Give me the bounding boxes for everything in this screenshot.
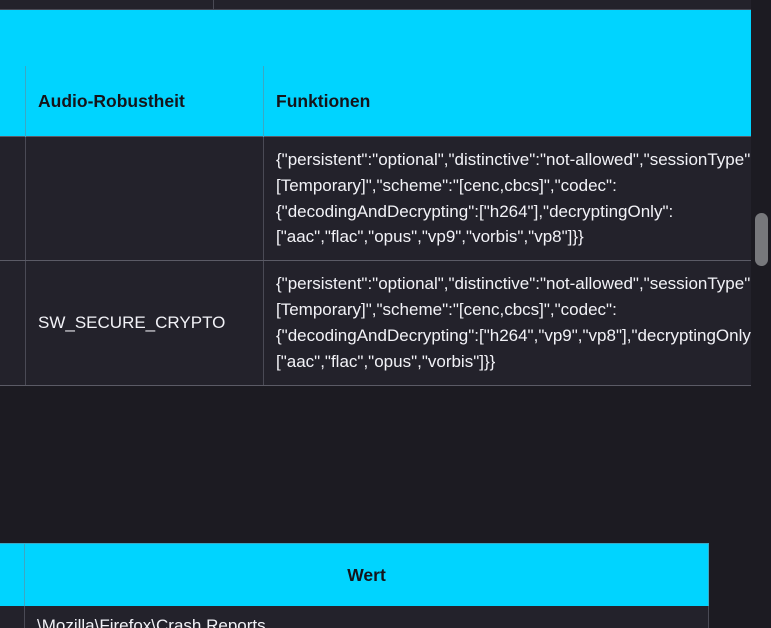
column-header-features[interactable]: Funktionen — [263, 65, 751, 137]
vertical-scrollbar[interactable] — [751, 0, 771, 628]
spanner-cell-mid — [25, 10, 264, 66]
cell-robustness-prev — [0, 260, 26, 386]
spanner-cell-right — [263, 10, 751, 66]
drm-table-header-row: Audio-Robustheit Funktionen — [0, 65, 751, 137]
table-row: \Mozilla\Firefox\Crash Reports — [0, 606, 709, 628]
column-header-name[interactable] — [0, 543, 25, 606]
page-viewport: Audio-Robustheit Funktionen {"persistent… — [0, 0, 751, 628]
table-row: SW_SECURE_CRYPTO {"persistent":"optional… — [0, 260, 751, 386]
cell-audio-robustness: SW_SECURE_CRYPTO — [25, 260, 264, 386]
column-header-audio-robustness[interactable]: Audio-Robustheit — [25, 65, 264, 137]
cell-audio-robustness — [25, 135, 264, 262]
column-header-value[interactable]: Wert — [24, 543, 709, 606]
previous-row-edge — [0, 0, 751, 10]
kv-table-header-row: Wert — [0, 543, 709, 606]
section-gap — [0, 398, 751, 540]
key-value-table: Wert \Mozilla\Firefox\Crash Reports — [0, 543, 709, 628]
drm-table-body: {"persistent":"optional","distinctive":"… — [0, 135, 751, 386]
cell-value: \Mozilla\Firefox\Crash Reports — [24, 606, 709, 628]
spanner-cell-left — [0, 10, 26, 66]
table-row: {"persistent":"optional","distinctive":"… — [0, 135, 751, 262]
cell-name — [0, 606, 25, 628]
cell-robustness-prev — [0, 135, 26, 262]
drm-capabilities-table: Audio-Robustheit Funktionen {"persistent… — [0, 10, 751, 386]
cell-features: {"persistent":"optional","distinctive":"… — [263, 135, 751, 262]
cell-features: {"persistent":"optional","distinctive":"… — [263, 260, 751, 386]
drm-table-spanner-row — [0, 10, 751, 66]
vertical-scrollbar-thumb[interactable] — [755, 213, 768, 266]
kv-table-body: \Mozilla\Firefox\Crash Reports — [0, 606, 709, 628]
column-header-robustness-prev[interactable] — [0, 65, 26, 137]
column-divider — [213, 0, 214, 10]
